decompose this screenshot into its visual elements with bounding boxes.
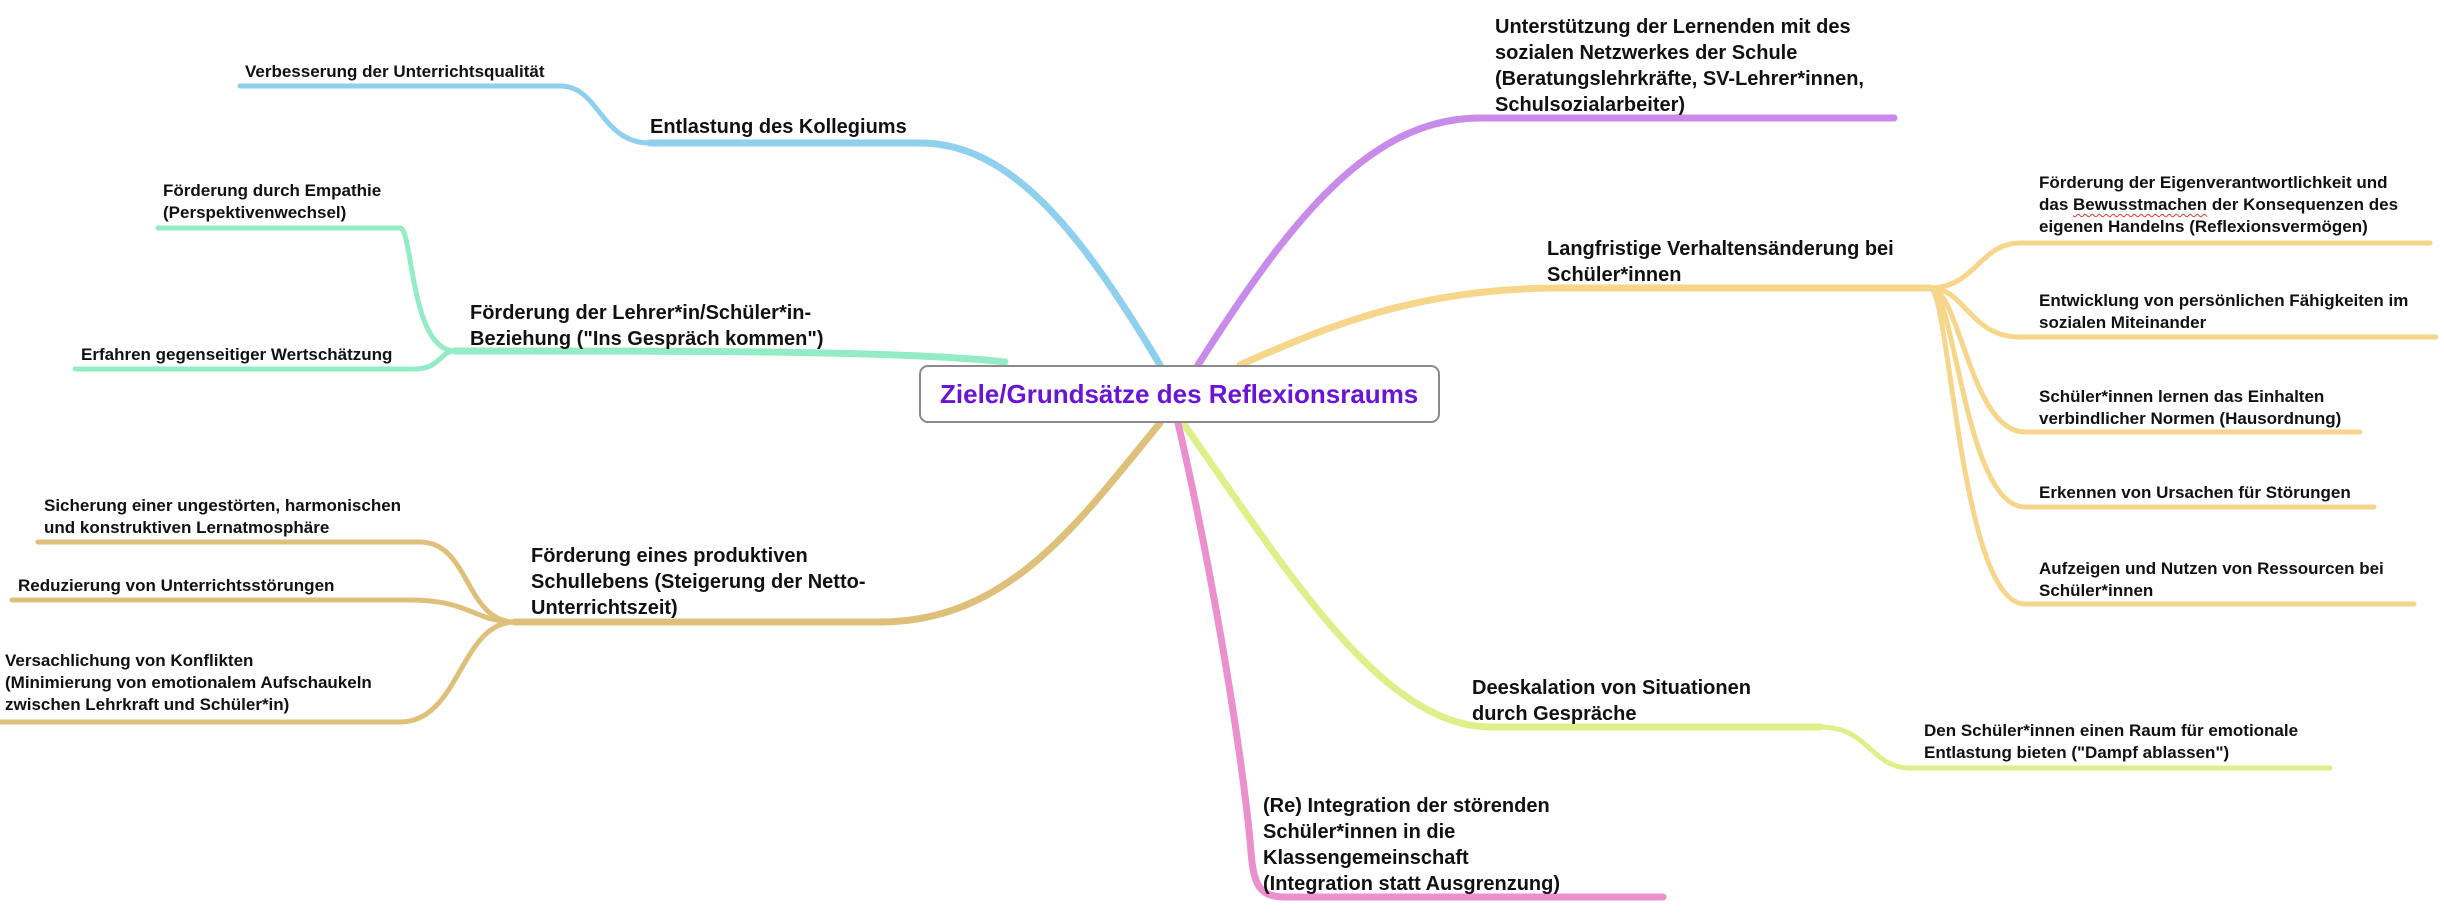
topic-verhaltensaenderung[interactable]: Langfristige Verhaltensänderung bei Schü… xyxy=(1547,238,1894,286)
connector-beziehung xyxy=(451,347,1009,366)
topic-entlastung[interactable]: Entlastung des Kollegiums xyxy=(650,116,907,138)
connector-verhaltensaenderung xyxy=(1236,284,1934,369)
topic-unterstuetzung[interactable]: Unterstützung der Lernenden mit des sozi… xyxy=(1495,16,1864,116)
subtopic-eigenverantwortlichkeit[interactable]: Förderung der Eigenverantwortlichkeit un… xyxy=(2039,173,2399,237)
connector-faehigkeiten xyxy=(1927,285,2439,340)
connector-ursachen xyxy=(1927,285,2377,510)
subtopic-dampf-ablassen[interactable]: Den Schüler*innen einen Raum für emotion… xyxy=(1924,721,2299,763)
connector-unterrichtsstoerungen xyxy=(9,597,518,625)
topic-deeskalation[interactable]: Deeskalation von Situationen durch Gespr… xyxy=(1472,677,1751,725)
topic-schulleben[interactable]: Förderung eines produktiven Schullebens … xyxy=(531,545,866,619)
subtopic-faehigkeiten[interactable]: Entwicklung von persönlichen Fähigkeiten… xyxy=(2039,291,2409,333)
connector-empathie xyxy=(155,225,458,354)
subtopic-ursachen[interactable]: Erkennen von Ursachen für Störungen xyxy=(2039,483,2351,502)
central-topic-label: Ziele/Grundsätze des Reflexionsraums xyxy=(940,378,1419,409)
subtopic-unterrichtsqualitaet[interactable]: Verbesserung der Unterrichtsqualität xyxy=(245,62,545,81)
connector-dampf-ablassen xyxy=(1817,724,2333,771)
connector-integration xyxy=(1174,419,1667,901)
central-topic[interactable]: Ziele/Grundsätze des Reflexionsraums xyxy=(919,365,1440,423)
connector-unterrichtsqualitaet xyxy=(237,83,653,146)
subtopic-wertschaetzung[interactable]: Erfahren gegenseitiger Wertschätzung xyxy=(81,345,393,364)
connector-unterstuetzung xyxy=(1194,114,1898,369)
connector-entlastung xyxy=(646,139,1164,369)
subtopic-lernatmosphaere[interactable]: Sicherung einer ungestörten, harmonische… xyxy=(44,496,402,538)
subtopic-ressourcen[interactable]: Aufzeigen und Nutzen von Ressourcen bei … xyxy=(2039,559,2384,601)
connector-wertschaetzung xyxy=(72,348,458,372)
connector-konflikte xyxy=(0,619,518,725)
subtopic-empathie[interactable]: Förderung durch Empathie (Perspektivenwe… xyxy=(163,181,382,223)
connector-schulleben xyxy=(511,419,1164,626)
subtopic-normen[interactable]: Schüler*innen lernen das Einhalten verbi… xyxy=(2039,387,2342,429)
topic-beziehung[interactable]: Förderung der Lehrer*in/Schüler*in- Bezi… xyxy=(470,302,824,350)
connector-ressourcen xyxy=(1927,285,2417,607)
topic-integration[interactable]: (Re) Integration der störenden Schüler*i… xyxy=(1263,795,1561,895)
subtopic-konflikte[interactable]: Versachlichung von Konflikten (Minimieru… xyxy=(5,651,372,715)
connector-deeskalation xyxy=(1179,419,1824,731)
subtopic-unterrichtsstoerungen[interactable]: Reduzierung von Unterrichtsstörungen xyxy=(18,576,335,595)
connector-normen xyxy=(1927,285,2363,435)
connector-eigenverantwortlichkeit xyxy=(1927,240,2433,291)
